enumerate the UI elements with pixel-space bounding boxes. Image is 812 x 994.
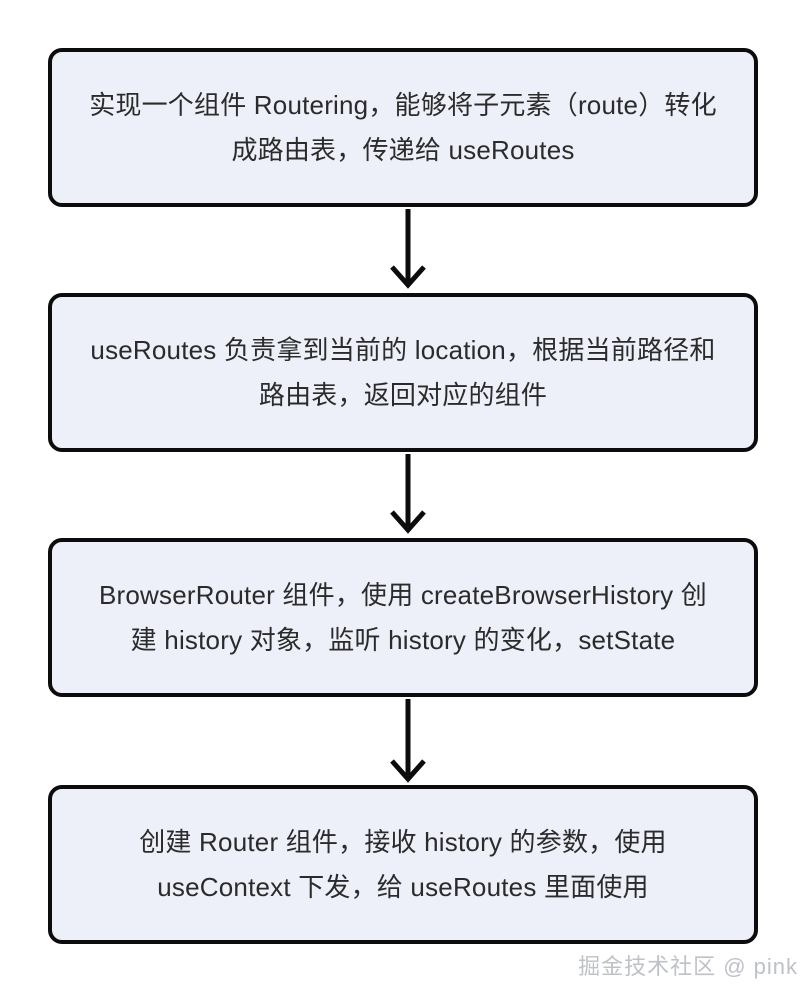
arrow-down-icon xyxy=(390,454,426,534)
flow-node-router[interactable]: 创建 Router 组件，接收 history 的参数，使用 useContex… xyxy=(48,785,758,944)
arrow-down-icon xyxy=(390,699,426,783)
arrow-down-icon xyxy=(390,209,426,289)
flow-node-label: 创建 Router 组件，接收 history 的参数，使用 useContex… xyxy=(139,826,667,902)
flow-node-label: 实现一个组件 Routering，能够将子元素（route）转化 成路由表，传递… xyxy=(89,89,717,165)
flow-connector-2 xyxy=(0,695,812,785)
watermark-text: 掘金技术社区 @ pink xyxy=(578,954,798,979)
flow-node-routering[interactable]: 实现一个组件 Routering，能够将子元素（route）转化 成路由表，传递… xyxy=(48,48,758,207)
flow-connector-1 xyxy=(0,450,812,540)
flow-node-browserrouter[interactable]: BrowserRouter 组件，使用 createBrowserHistory… xyxy=(48,538,758,697)
flow-connector-0 xyxy=(0,205,812,295)
flow-node-useroutes[interactable]: useRoutes 负责拿到当前的 location，根据当前路径和 路由表，返… xyxy=(48,293,758,452)
flow-node-label: BrowserRouter 组件，使用 createBrowserHistory… xyxy=(99,579,707,655)
flow-node-label: useRoutes 负责拿到当前的 location，根据当前路径和 路由表，返… xyxy=(90,334,716,410)
